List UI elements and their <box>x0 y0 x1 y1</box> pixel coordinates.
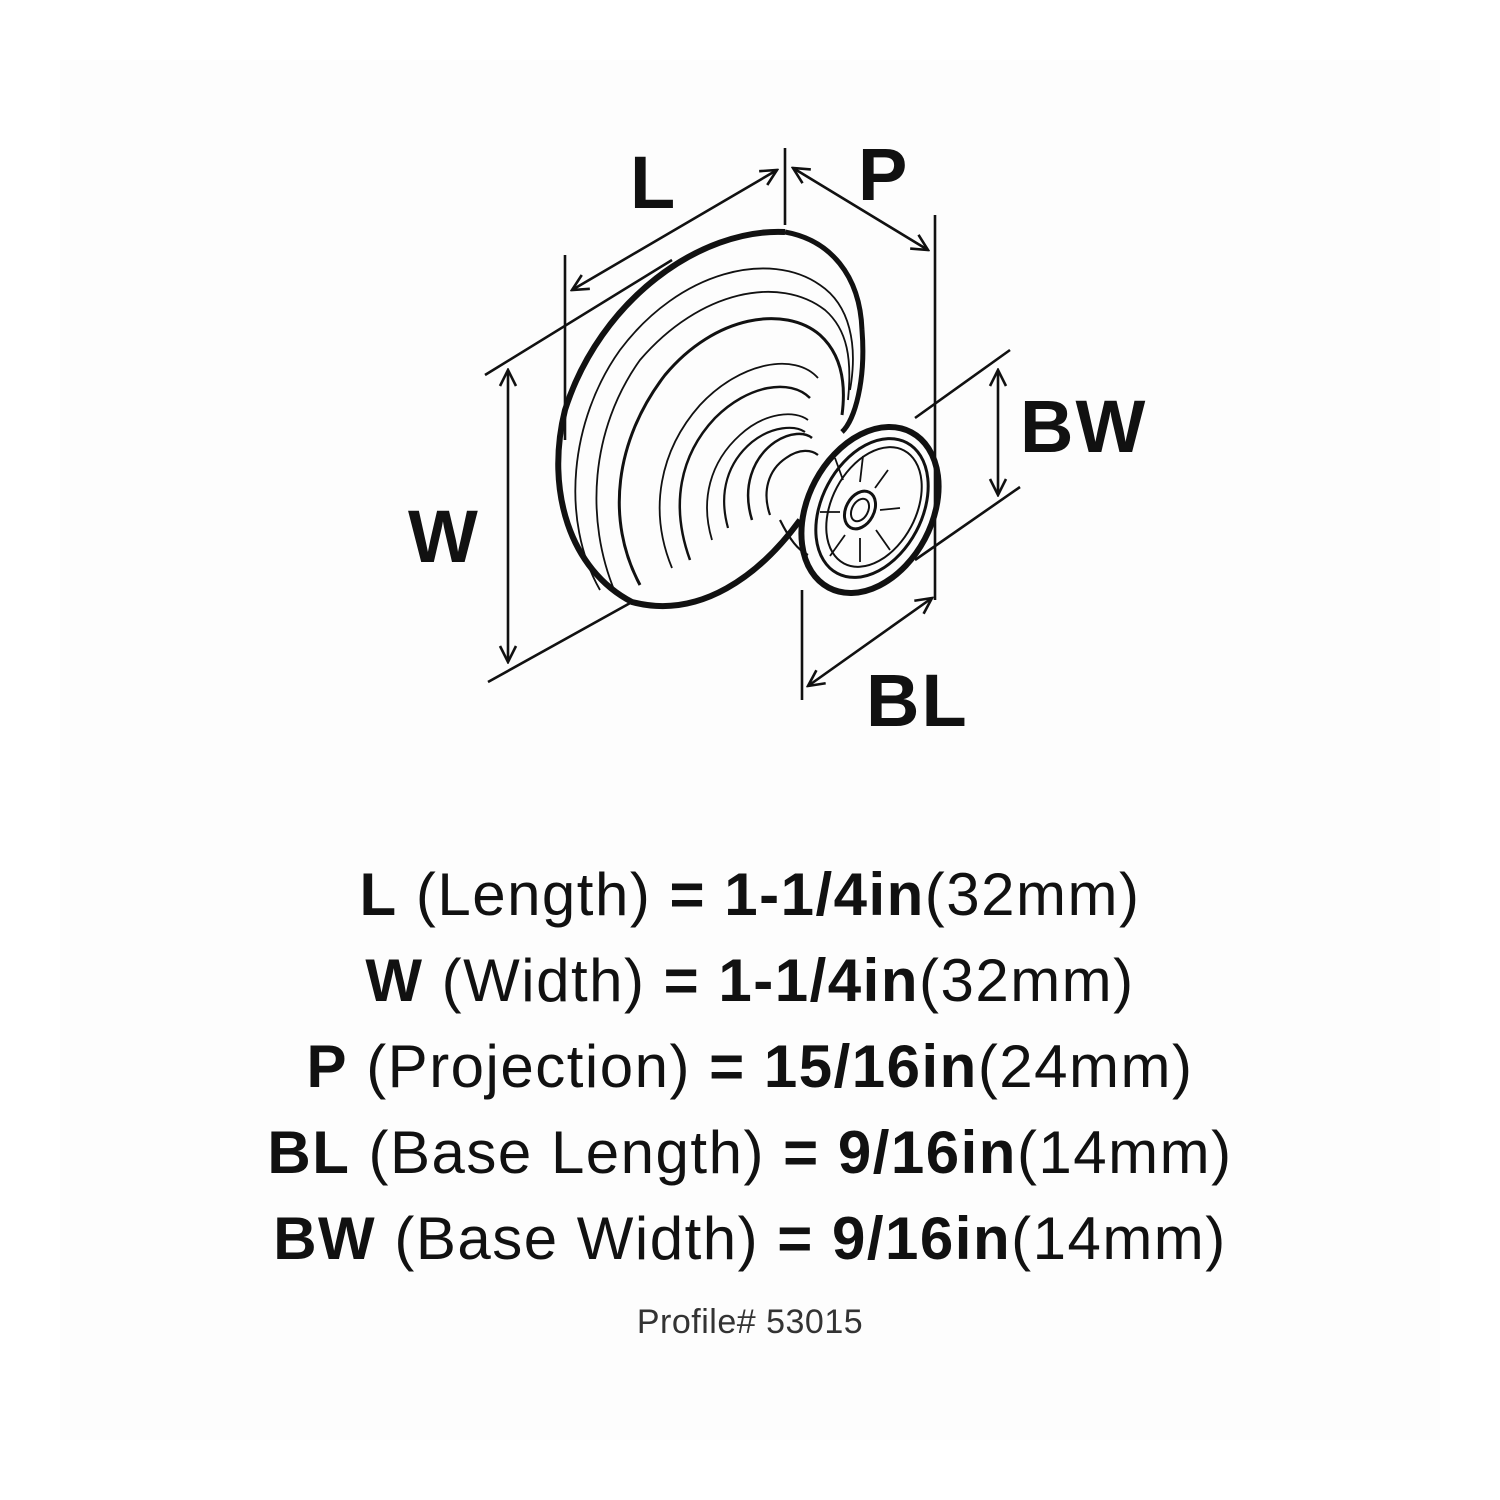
dimension-label-length: L <box>630 141 678 224</box>
knob-dimension-drawing <box>484 148 1021 700</box>
spec-row-length: L (Length) = 1-1/4in(32mm) <box>0 852 1500 938</box>
dimension-label-width: W <box>408 495 480 578</box>
spec-name: (Width) <box>441 947 646 1014</box>
spec-equals: = <box>709 1033 746 1100</box>
spec-row-projection: P (Projection) = 15/16in(24mm) <box>0 1024 1500 1110</box>
spec-mm-value: (32mm) <box>918 947 1135 1014</box>
spec-list: L (Length) = 1-1/4in(32mm) W (Width) = 1… <box>0 852 1500 1282</box>
dimension-label-projection: P <box>858 133 910 216</box>
spec-equals: = <box>783 1119 820 1186</box>
spec-equals: = <box>777 1205 814 1272</box>
spec-mm-value: (32mm) <box>924 861 1141 928</box>
dimension-label-base-width: BW <box>1020 385 1148 468</box>
spec-name: (Base Length) <box>368 1119 765 1186</box>
spec-inch-value: 15/16in <box>763 1033 978 1100</box>
spec-name: (Projection) <box>366 1033 691 1100</box>
dimension-lines <box>484 148 1021 700</box>
dimension-label-base-length: BL <box>866 659 969 742</box>
spec-code: P <box>306 1033 349 1100</box>
knob-base <box>798 424 942 596</box>
spec-mm-value: (24mm) <box>977 1033 1194 1100</box>
spec-code: W <box>365 947 424 1014</box>
spec-inch-value: 9/16in <box>837 1119 1017 1186</box>
spec-inch-value: 1-1/4in <box>724 861 925 928</box>
spec-equals: = <box>669 861 707 928</box>
spec-code: BW <box>273 1205 377 1272</box>
spec-row-width: W (Width) = 1-1/4in(32mm) <box>0 938 1500 1024</box>
spec-inch-value: 1-1/4in <box>718 947 919 1014</box>
profile-number: Profile# 53015 <box>636 1303 864 1341</box>
spec-inch-value: 9/16in <box>832 1205 1012 1272</box>
spec-mm-value: (14mm) <box>1011 1205 1227 1272</box>
spec-row-base-length: BL (Base Length) = 9/16in(14mm) <box>0 1110 1500 1196</box>
spec-name: (Base Width) <box>394 1205 760 1272</box>
spec-code: L <box>359 861 398 928</box>
spec-equals: = <box>663 947 701 1014</box>
spec-name: (Length) <box>415 861 652 928</box>
spec-row-base-width: BW (Base Width) = 9/16in(14mm) <box>0 1196 1500 1282</box>
spec-code: BL <box>267 1119 351 1186</box>
spec-mm-value: (14mm) <box>1016 1119 1233 1186</box>
